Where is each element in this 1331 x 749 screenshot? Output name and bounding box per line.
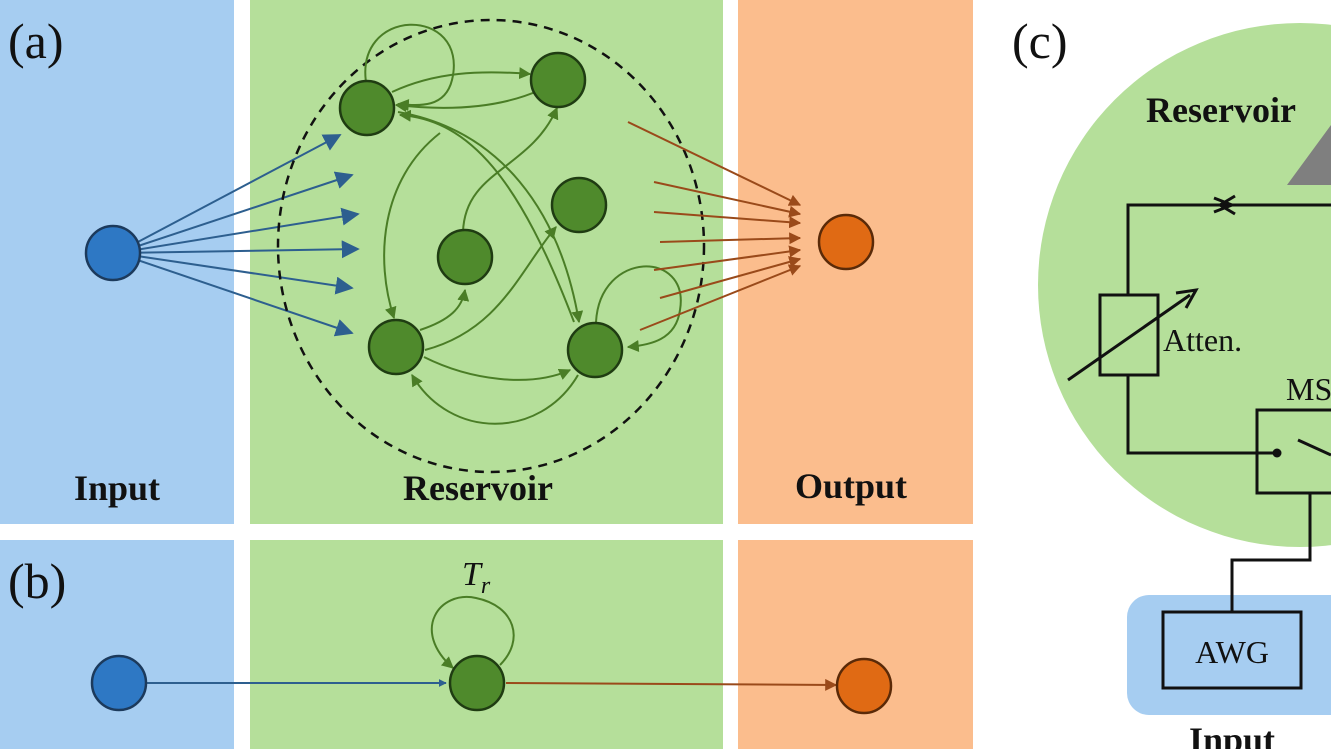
panel-b-output-node — [835, 657, 893, 715]
panel-c-input-label: Input — [1189, 720, 1275, 749]
panel-b-input-node — [90, 654, 148, 712]
reservoir-panel-b-background — [250, 540, 723, 749]
reservoir-boundary — [276, 18, 706, 474]
panel-c-label: (c) — [1012, 13, 1068, 69]
reservoir-node-1 — [338, 79, 396, 137]
panel-b-delay-loop — [430, 595, 515, 669]
output-section-label: Output — [795, 466, 907, 506]
readout-arrows — [627, 121, 802, 331]
reservoir-section-label: Reservoir — [403, 468, 553, 508]
output-panel-b-background — [738, 540, 973, 749]
delay-time-label: Tr — [462, 556, 491, 599]
awg-label: AWG — [1195, 634, 1269, 670]
panel-b-output-arrow — [505, 678, 838, 691]
switch-label: MS — [1286, 371, 1331, 407]
panel-b-label: (b) — [8, 553, 66, 609]
awg-box — [1161, 610, 1303, 690]
reservoir-node-6 — [566, 321, 624, 379]
input-weight-arrows — [116, 134, 360, 337]
loop-direction-arrow — [1213, 196, 1237, 214]
fiber-loop — [1126, 194, 1331, 455]
input-node — [84, 224, 142, 282]
reservoir-node-5 — [367, 318, 425, 376]
reservoir-nodes — [338, 51, 624, 379]
reservoir-node-3 — [550, 176, 608, 234]
input-device-region — [1127, 595, 1331, 715]
reservoir-node-4 — [436, 228, 494, 286]
attenuator-arrow-head — [1175, 288, 1199, 309]
panel-a-label: (a) — [8, 13, 64, 69]
attenuator-tunable-arrow — [1067, 293, 1191, 382]
input-panel-b-background — [0, 540, 234, 749]
panel-b-reservoir-node — [448, 654, 506, 712]
panel-c-reservoir-label: Reservoir — [1146, 90, 1296, 130]
amplifier-triangle — [1287, 125, 1331, 185]
switch-box — [1255, 408, 1331, 495]
switch-blade — [1297, 438, 1331, 457]
attenuator-label: Atten. — [1163, 322, 1242, 358]
input-section-label: Input — [74, 468, 160, 508]
reservoir-node-2 — [529, 51, 587, 109]
switch-pivot — [1272, 448, 1282, 458]
attenuator-box — [1098, 293, 1160, 377]
awg-connection-wire — [1230, 493, 1312, 612]
reservoir-connections — [364, 23, 682, 425]
output-node — [817, 213, 875, 271]
